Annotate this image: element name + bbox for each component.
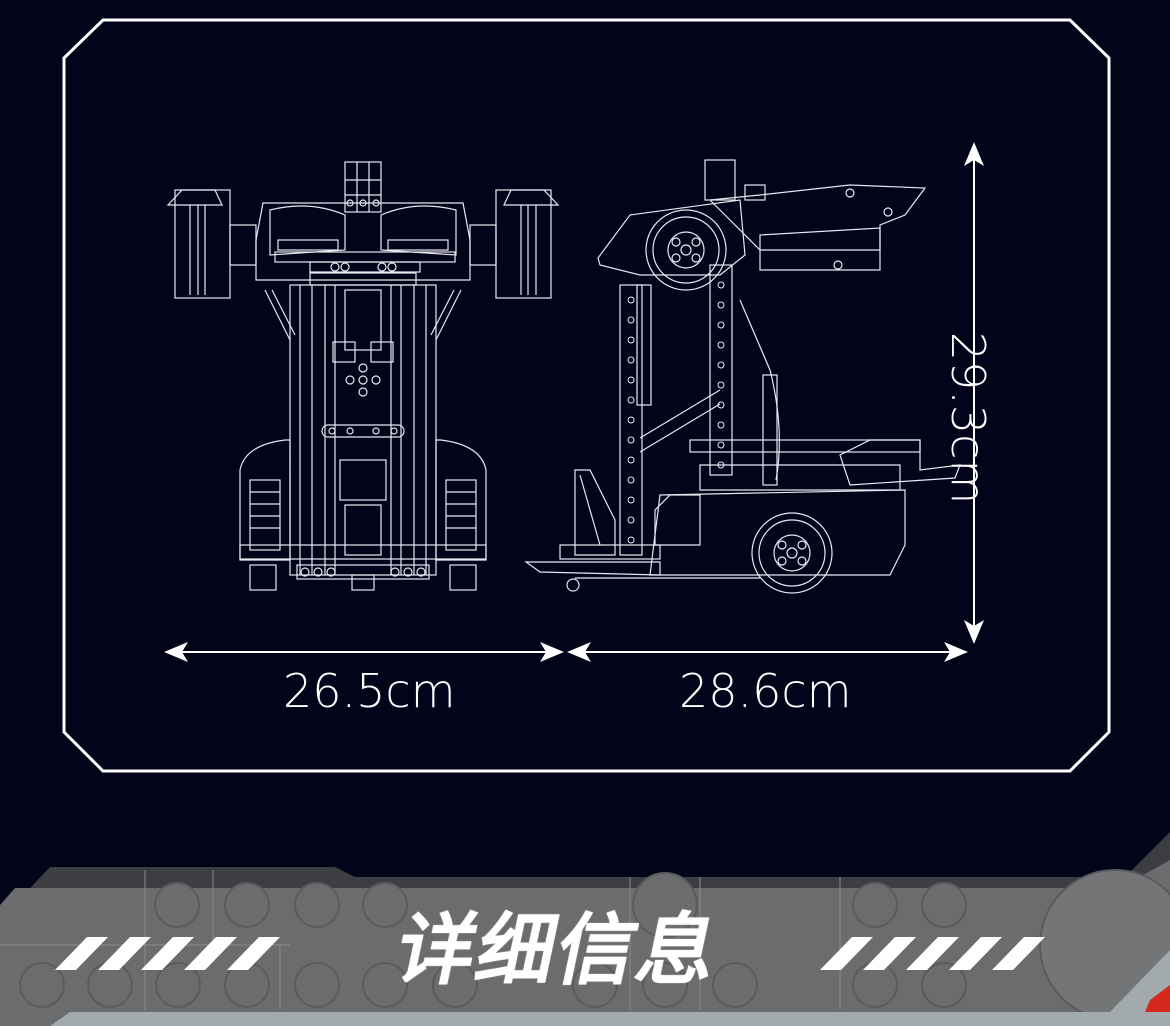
height-label: 29.3cm <box>941 331 995 505</box>
length-arrow-side <box>567 642 968 662</box>
banner-graphic <box>0 832 1170 1026</box>
right-stripes-decoration <box>820 937 1045 970</box>
banner-title: 详细信息 <box>388 906 728 996</box>
height-arrow <box>964 142 984 644</box>
left-stripes-decoration <box>55 937 280 970</box>
front-view-drawing <box>166 161 560 591</box>
side-length-label: 28.6cm <box>679 664 852 718</box>
front-width-label: 26.5cm <box>283 664 456 718</box>
side-view-drawing <box>524 159 961 594</box>
width-arrow-front <box>164 642 564 662</box>
octagon-frame <box>62 18 1111 773</box>
